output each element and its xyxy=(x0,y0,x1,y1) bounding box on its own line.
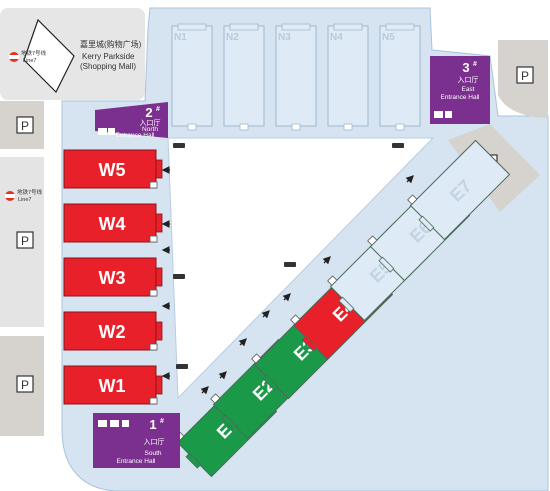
metro-label-en: Line7 xyxy=(23,58,36,64)
east-entrance-cn: 入口厅 xyxy=(458,76,479,84)
service-icon-south-1 xyxy=(98,420,107,427)
north-entrance-en: North xyxy=(142,126,158,133)
central-courtyard xyxy=(167,137,435,400)
hall-label-w2: W2 xyxy=(99,322,126,342)
bus-icon-west-bottom xyxy=(176,364,188,369)
east-entrance-en: East xyxy=(461,86,474,93)
direction-arrow-11 xyxy=(200,386,209,395)
south-entrance-en: South xyxy=(145,450,162,457)
hall-n4[interactable]: N4 xyxy=(327,23,369,131)
direction-arrow-9 xyxy=(238,338,247,347)
hall-w4[interactable]: W4 xyxy=(63,203,163,243)
hall-w1[interactable]: W1 xyxy=(63,365,163,405)
direction-arrow-5 xyxy=(405,175,414,184)
direction-arrows xyxy=(161,166,414,395)
hall-w3[interactable]: W3 xyxy=(63,257,163,297)
hall-n3[interactable]: N3 xyxy=(275,23,317,131)
north-entrance-number: 2 xyxy=(145,105,152,120)
svg-text:P: P xyxy=(21,119,29,133)
bus-icon-east-middle xyxy=(284,262,296,267)
hall-n5[interactable]: N5 xyxy=(379,23,421,131)
svg-text:P: P xyxy=(21,378,29,392)
bus-icon-north-west xyxy=(173,143,185,148)
hall-label-n4: N4 xyxy=(330,32,343,43)
hall-label-w4: W4 xyxy=(99,214,126,234)
service-icon-east-2 xyxy=(445,111,452,118)
hall-n2[interactable]: N2 xyxy=(223,23,265,131)
parking-icon-west-middle: P xyxy=(16,231,34,249)
metro-label-cn: 地铁7号线 xyxy=(21,49,47,57)
north-entrance-cn: 入口厅 xyxy=(140,119,161,127)
service-icon-south-2 xyxy=(110,420,119,427)
direction-arrow-10 xyxy=(218,371,227,380)
bus-icon-west-middle xyxy=(173,274,185,279)
metro-icon-mall xyxy=(9,52,19,62)
metro-west-en: Line7 xyxy=(18,197,31,203)
hall-label-n2: N2 xyxy=(226,32,239,43)
south-entrance-hall[interactable]: 1 # 入口厅 South Entrance Hall xyxy=(93,413,180,468)
mall-name-en: Kerry Parkside xyxy=(82,52,135,61)
hall-label-n3: N3 xyxy=(278,32,291,43)
north-entrance-mark: # xyxy=(156,106,160,113)
parking-icon-west-bottom: P xyxy=(16,375,34,393)
direction-arrow-8 xyxy=(261,310,270,319)
hall-label-w3: W3 xyxy=(99,268,126,288)
east-entrance-hall[interactable]: 3 # 入口厅 East Entrance Hall xyxy=(430,56,490,124)
svg-text:P: P xyxy=(21,234,29,248)
east-entrance-number: 3 xyxy=(462,60,469,75)
hall-w5[interactable]: W5 xyxy=(63,149,163,189)
mall-name-cn: 嘉里城(购物广场) xyxy=(80,39,142,49)
hall-label-n5: N5 xyxy=(382,32,395,43)
east-entrance-en2: Entrance Hall xyxy=(440,94,480,101)
direction-arrow-7 xyxy=(282,293,291,302)
hall-label-w5: W5 xyxy=(99,160,126,180)
hall-label-w1: W1 xyxy=(99,376,126,396)
north-entrance-en2: Entrance Hall xyxy=(115,132,155,139)
hall-e7[interactable]: E7 xyxy=(403,136,511,242)
mall-name-en-2: (Shopping Mall) xyxy=(80,62,136,71)
east-entrance-mark: # xyxy=(473,61,477,68)
south-entrance-mark: # xyxy=(160,418,164,425)
mall-building-shape xyxy=(23,18,75,94)
service-icon-east-1 xyxy=(434,111,443,118)
parking-icon-east-top: P xyxy=(516,66,534,84)
south-entrance-cn: 入口厅 xyxy=(144,438,165,446)
hall-n1[interactable]: N1 xyxy=(171,23,213,131)
north-halls-group: N1 N2 N3 N4 N5 xyxy=(171,23,421,131)
south-entrance-en2: Entrance Hall xyxy=(116,458,156,465)
hall-w2[interactable]: W2 xyxy=(63,311,163,351)
hall-label-n1: N1 xyxy=(174,32,187,43)
metro-icon-west xyxy=(5,191,15,201)
bus-icon-north-east xyxy=(392,143,404,148)
service-icon-south-3 xyxy=(122,420,129,427)
south-entrance-number: 1 xyxy=(149,417,156,432)
metro-west-cn: 地铁7号线 xyxy=(17,188,43,196)
parking-icon-west-top: P xyxy=(16,116,34,134)
direction-arrow-6 xyxy=(322,256,331,265)
svg-text:P: P xyxy=(521,69,529,83)
service-icons-north xyxy=(98,128,115,135)
